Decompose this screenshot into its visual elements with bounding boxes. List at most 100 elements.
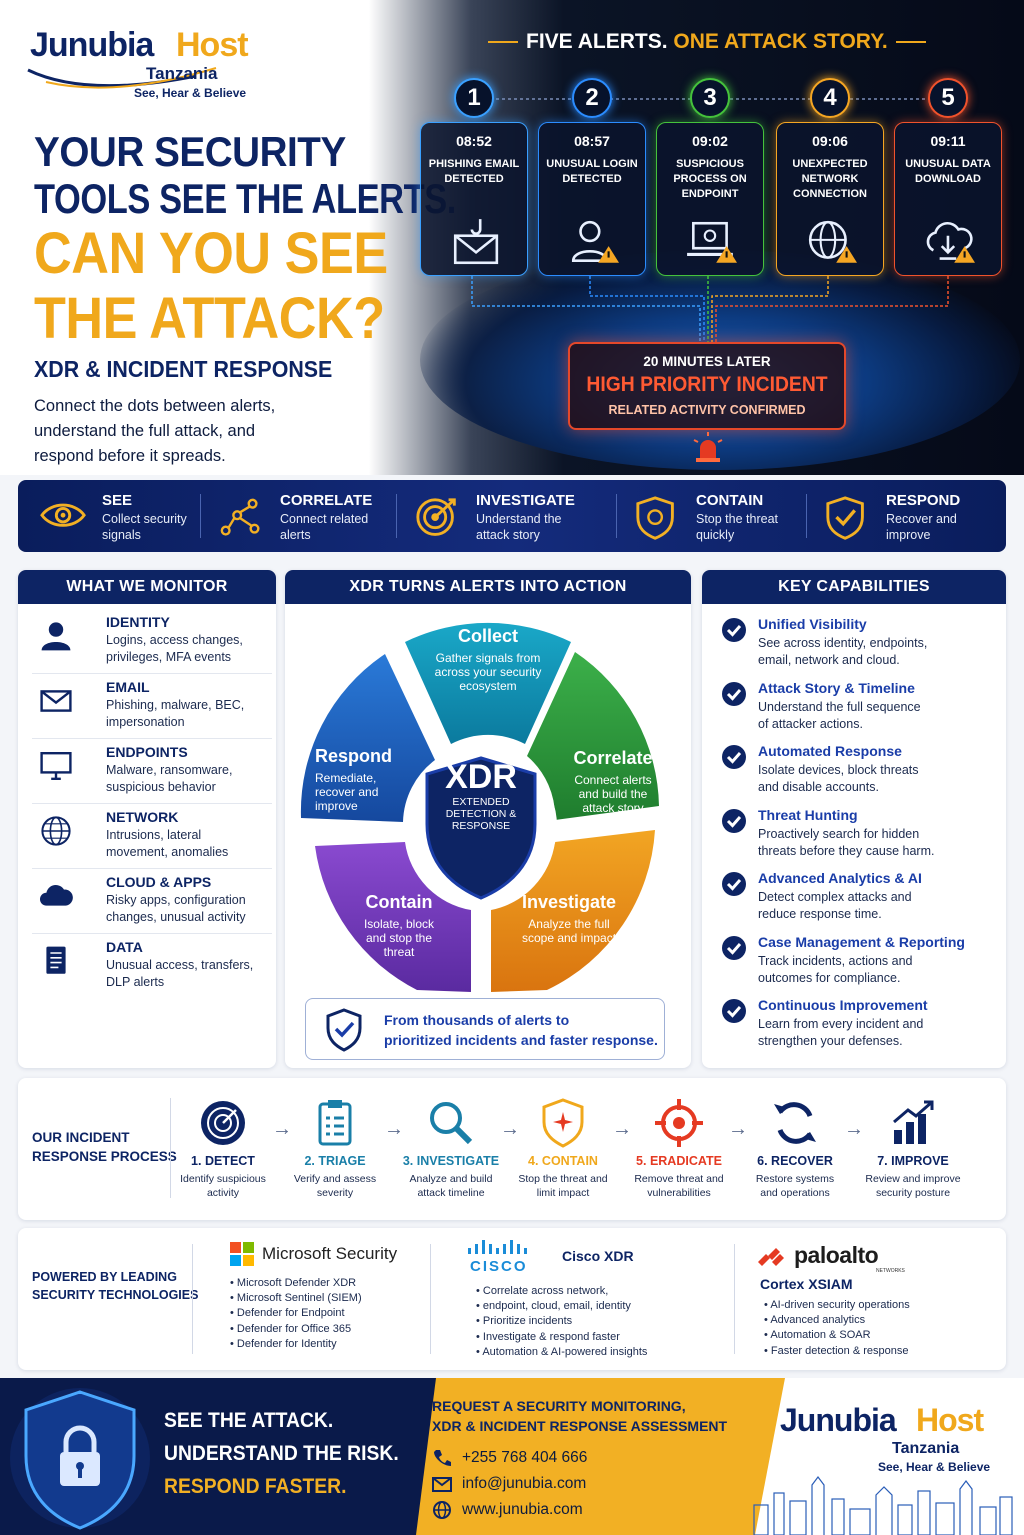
brand-tagline: See, Hear & Believe [134, 86, 247, 100]
segment-collect[interactable] [405, 622, 571, 744]
footer-brand-tagline: See, Hear & Believe [878, 1460, 991, 1474]
cta-web[interactable]: www.junubia.com [432, 1500, 752, 1520]
microsoft-block[interactable]: Microsoft Security Microsoft Defender XD… [230, 1242, 430, 1362]
monitor-icon [40, 752, 72, 780]
collect-text: Collect Gather signals from across your … [413, 626, 563, 693]
contain-desc: threat [383, 945, 415, 959]
segment-respond[interactable] [300, 654, 435, 822]
footer-brand-logo[interactable]: Junubia Host Tanzania See, Hear & Believ… [780, 1402, 1010, 1474]
segment-contain[interactable] [315, 842, 471, 992]
correlate-desc: attack story [582, 801, 644, 815]
correlate-text: Correlate Connect alerts and build the a… [563, 748, 663, 815]
process-step-title: 1. DETECT [191, 1154, 255, 1168]
logo-swoosh-icon [27, 67, 217, 89]
tech-list-item: Microsoft Sentinel (SIEM) [230, 1291, 362, 1306]
collect-title: Collect [457, 626, 518, 646]
capabilities-heading: KEY CAPABILITIES [702, 570, 1006, 604]
monitor-heading: WHAT WE MONITOR [18, 570, 276, 604]
hero-body-line: respond before it spreads. [34, 447, 226, 465]
alert-desc-line: UNEXPECTED [792, 158, 868, 170]
step-desc: quickly [696, 528, 735, 543]
tech-label-line: SECURITY TECHNOLOGIES [32, 1288, 199, 1302]
check-circle-icon [722, 999, 746, 1023]
hero-line2: TOOLS SEE THE ALERTS. [34, 175, 456, 223]
paloalto-logo-sub: NETWORKS [876, 1268, 905, 1274]
xdr-heading: XDR TURNS ALERTS INTO ACTION [285, 570, 691, 604]
segment-investigate[interactable] [491, 830, 655, 992]
tech-list-item: endpoint, cloud, email, identity [476, 1299, 647, 1314]
check-circle-icon [722, 872, 746, 896]
cloud-download-icon [926, 221, 975, 263]
process-step-desc-line: Verify and assess [293, 1173, 377, 1185]
capability-title: Advanced Analytics & AI [758, 870, 922, 886]
alert-icon-wrap [923, 217, 975, 263]
alert-icon-wrap [567, 217, 619, 263]
cisco-bars-icon [468, 1240, 527, 1254]
monitor-item-desc-line: movement, anomalies [106, 844, 229, 859]
respond-desc: Remediate, [315, 771, 377, 785]
process-arrow-icon: → [728, 1118, 748, 1140]
process-step-desc-line: and operations [760, 1187, 830, 1200]
investigate-desc: Analyze the full [528, 917, 610, 931]
capability-desc-line: Detect complex attacks and [758, 890, 912, 904]
cisco-block[interactable]: CISCO Cisco XDR Correlate across network… [466, 1240, 696, 1362]
tech-divider [192, 1244, 193, 1354]
capability-title: Attack Story & Timeline [758, 679, 915, 696]
cta-phone[interactable]: +255 768 404 666 [432, 1448, 752, 1468]
radar-icon [201, 1101, 245, 1145]
hero-line1: YOUR SECURITY [34, 128, 346, 175]
step-desc: signals [102, 528, 141, 543]
footer-cta: REQUEST A SECURITY MONITORING, XDR & INC… [432, 1398, 752, 1520]
contain-title: Contain [365, 892, 433, 912]
tech-section: POWERED BY LEADING SECURITY TECHNOLOGIES… [18, 1228, 1006, 1370]
xdr-shield-icon [425, 756, 537, 900]
check-circle-icon [722, 808, 746, 833]
step-desc: Connect related [280, 512, 369, 526]
brand-logo[interactable]: Junubia Host Tanzania See, Hear & Believ… [27, 26, 270, 102]
microsoft-logo-icon [230, 1242, 254, 1266]
monitor-item-title: IDENTITY [106, 614, 170, 630]
paloalto-block[interactable]: paloalto NETWORKS Cortex XSIAM AI-driven… [758, 1240, 988, 1362]
clipboard-icon [318, 1100, 352, 1146]
brand-country: Tanzania [146, 64, 218, 83]
cta-email[interactable]: info@junubia.com [432, 1474, 752, 1494]
incident-box[interactable]: 20 MINUTES LATER HIGH PRIORITY INCIDENT … [568, 342, 846, 430]
contain-desc: and stop the [365, 931, 433, 945]
step-divider [806, 494, 807, 538]
correlate-title: Correlate [573, 748, 653, 768]
monitor-item-title: NETWORK [106, 809, 179, 825]
process-step-desc-line: security posture [875, 1187, 951, 1200]
capability-desc: See across identity, endpoints,email, ne… [758, 635, 958, 670]
microsoft-name: Microsoft Security [262, 1244, 398, 1263]
investigate-desc: scope and impact [521, 931, 617, 945]
segment-correlate[interactable] [527, 652, 659, 820]
alert-number-badge: 2 [572, 78, 612, 118]
